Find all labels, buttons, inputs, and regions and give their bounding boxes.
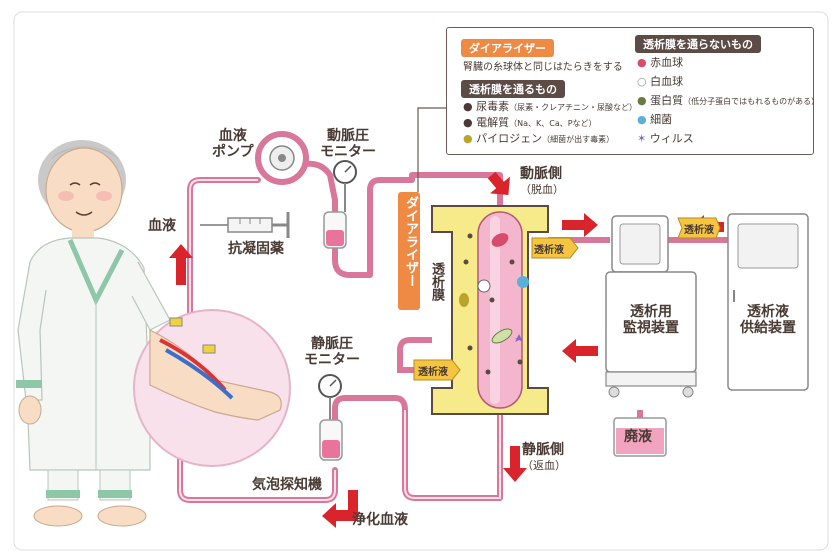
pass-item-1: ● 電解質（Na、K、Ca、Pなど）	[463, 116, 597, 129]
patient-figure	[16, 140, 171, 527]
bubble-detector-label: 気泡探知機	[252, 477, 322, 493]
arterial-side-label: 動脈側	[520, 166, 562, 182]
dialyzer-desc: 腎臓の糸球体と同じはたらきをする	[463, 62, 623, 73]
virus-icon: ✶	[637, 132, 647, 145]
dialyzer-particles	[459, 233, 529, 375]
dialysate-out-arrow	[562, 339, 598, 363]
dialysate-tag-shapes	[413, 217, 721, 381]
dialyzer-vertical-band	[398, 192, 420, 310]
legend-box: ダイアライザー 腎臓の糸球体と同じはたらきをする 透析膜を通るもの ● 尿毒素（…	[446, 27, 819, 155]
nopass-tag: 透析膜を通らないもの	[635, 35, 761, 53]
venous-side-label: 静脈側	[522, 442, 564, 458]
venous-side-sub: （返血）	[522, 459, 566, 472]
pass-item-0: ● 尿毒素（尿素・クレアチニン・尿酸など）	[463, 100, 637, 113]
dialysate-supply-label: 透析液	[684, 225, 714, 236]
blood-pump-label: 血液 ポンプ	[212, 128, 254, 161]
dark-dot-icon: ●	[463, 116, 473, 129]
dialysate-in-label: 透析液	[534, 245, 564, 256]
dialyzer-tag: ダイアライザー	[461, 39, 554, 57]
nopass-item-4: ✶ ウィルス	[637, 132, 694, 145]
protein-icon: ●	[637, 94, 647, 107]
legend-leader-line	[417, 107, 446, 192]
tube-highlight	[179, 179, 501, 501]
waste-container	[613, 417, 667, 457]
syringe-icon	[200, 212, 290, 238]
monitor-unit-label: 透析用 監視装置	[623, 304, 679, 337]
olive-drop-icon: ●	[463, 132, 473, 145]
blood-label: 血液	[148, 218, 176, 234]
venous-monitor-label: 静脈圧 モニター	[304, 336, 360, 369]
nopass-item-1: ○ 白血球	[637, 75, 684, 88]
nopass-item-2: ● 蛋白質（低分子蛋白ではもれるものがある）	[637, 94, 820, 107]
arterial-side-sub: （脱血）	[520, 183, 564, 196]
blood-up-arrow	[169, 244, 193, 285]
nopass-item-3: ● 細菌	[637, 113, 673, 126]
venous-monitor	[318, 374, 343, 461]
dark-dot-icon: ●	[463, 100, 473, 113]
white-cell-icon: ○	[637, 75, 647, 88]
arterial-monitor-label: 動脈圧 モニター	[320, 128, 376, 161]
venous-arrow	[503, 446, 527, 482]
line-to-dialyzer	[297, 160, 503, 278]
dialysate-in-arrow	[562, 213, 598, 237]
purified-arrow	[322, 490, 358, 528]
arm-closeup	[133, 309, 291, 467]
monitor-unit	[605, 215, 697, 398]
arterial-arrow	[480, 171, 510, 195]
dialyzer-vertical-label: ダイアライザー	[402, 196, 418, 287]
bacteria-icon: ●	[637, 113, 647, 126]
blood-pump	[255, 131, 309, 185]
arterial-monitor	[323, 160, 357, 249]
waste-label: 廃液	[624, 429, 652, 445]
dialysate-out-label: 透析液	[418, 367, 448, 378]
anticoagulant-label: 抗凝固薬	[228, 241, 284, 257]
supply-unit-label: 透析液 供給装置	[740, 304, 796, 337]
supply-unit	[727, 213, 809, 391]
red-cell-icon: ●	[637, 56, 647, 69]
nopass-item-0: ● 赤血球	[637, 56, 684, 69]
purified-blood-label: 浄化血液	[352, 512, 408, 528]
pass-tag: 透析膜を通るもの	[461, 80, 565, 98]
pass-item-2: ● パイロジェン（細菌が出す毒素）	[463, 132, 615, 145]
membrane-vertical-label: 透析膜	[428, 262, 444, 301]
